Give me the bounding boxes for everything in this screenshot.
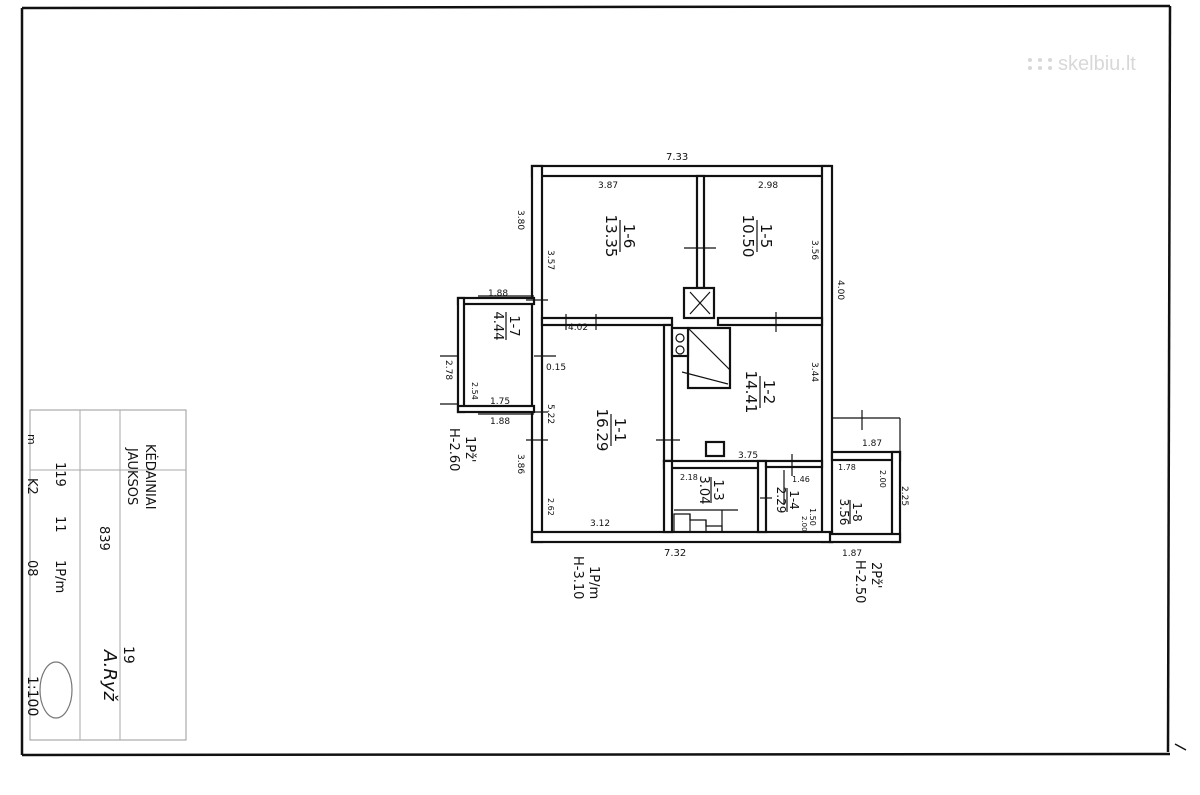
dim: 1.75 [490,397,510,407]
stamp-signature: A.Ryž [99,649,120,702]
stamp-code5: 08 [24,560,39,577]
dim: 1.87 [842,549,862,559]
stamp-code1: 11 [52,516,67,533]
room-area: 10.50 [739,215,757,258]
stamp-code4: K2 [24,478,39,495]
dim: 2.18 [680,473,698,482]
stamp-m: m [25,434,38,445]
room-area: 3.04 [696,476,711,505]
dim: 4.00 [835,280,845,300]
stamp-code3: 1P/m [52,560,67,593]
room-labels: 1-6 13.35 1-5 10.50 1-7 4.44 1-1 16.29 1… [490,215,864,526]
room-id: 1-6 [620,224,638,249]
room-id: 1-8 [850,502,864,522]
dim: 3.12 [590,519,610,529]
watermark-dots-icon [1028,58,1052,70]
dim: 4.02 [568,323,588,333]
title-stamp: KĖDAINIAI JAUKSOS 839 11 119 1P/m K2 08 … [24,409,187,741]
main-floor-height: H-3.10 [570,556,585,599]
room-id: 1-1 [611,418,629,443]
left-annex-label: 1Pž' [462,436,477,463]
fixtures [440,247,901,532]
room-id: 1-4 [787,490,801,510]
dim: 5.22 [545,404,555,424]
dim: 3.44 [809,362,819,382]
room-id: 1-3 [710,479,725,500]
room-1-2: 1-2 14.41 [742,371,778,414]
stamp-code2: 119 [52,462,67,487]
dim: 1.46 [792,475,810,484]
dim: 1.78 [838,463,856,472]
dim: 1.88 [490,417,510,427]
dim: 3.87 [598,181,618,191]
dim: 3.57 [545,250,555,270]
height-notes: 1P/m H-3.10 1Pž' H-2.60 2Pž' H-2.50 [446,428,883,603]
dim: 3.75 [738,451,758,461]
sheet-border [20,4,1187,757]
room-id: 1-2 [760,380,778,405]
dim: 2.00 [878,470,887,488]
room-1-7: 1-7 4.44 [490,312,521,341]
stamp-number: 839 [96,526,111,551]
stamp-title: KĖDAINIAI [142,444,158,510]
dim: 2.00 [800,516,808,532]
room-1-6: 1-6 13.35 [602,215,638,258]
dim: 1.88 [488,289,508,299]
room-id: 1-7 [506,315,521,336]
room-1-5: 1-5 10.50 [739,215,775,258]
dim: 3.56 [809,240,819,260]
dim: 1.87 [862,439,882,449]
walls [456,164,902,544]
dim: 2.98 [758,181,778,191]
stairs-icon [673,509,738,532]
right-annex-height: H-2.50 [852,560,867,603]
watermark-text: skelbiu.lt [1058,53,1136,75]
room-1-4: 1-4 2.29 [774,487,801,514]
left-annex-height: H-2.60 [446,428,461,471]
room-1-8: 1-8 3.56 [837,499,864,526]
watermark: skelbiu.lt [1028,53,1136,75]
dim: 2.54 [470,382,479,400]
room-1-3: 1-3 3.04 [696,476,725,505]
room-id: 1-5 [757,224,775,249]
room-area: 13.35 [602,215,620,258]
dim: 2.25 [899,486,909,506]
round-seal-icon [39,661,73,719]
main-floor-label: 1P/m [586,566,601,599]
stamp-subtitle: JAUKSOS [124,447,139,505]
room-area: 16.29 [593,409,611,452]
room-area: 4.44 [490,312,505,341]
dim: 7.32 [664,548,686,559]
dim: 2.62 [546,498,555,516]
stamp-year: 19 [120,646,136,664]
dim: 2.78 [443,360,453,380]
dim: 3.86 [515,454,525,474]
dim: 3.80 [515,210,525,230]
room-1-1: 1-1 16.29 [593,409,629,452]
dim: 1.50 [808,508,817,526]
room-area: 2.29 [774,487,788,514]
right-annex-label: 2Pž' [868,562,883,589]
dimension-labels: 7.33 3.87 2.98 3.80 3.57 3.56 4.00 1.88 … [443,152,909,559]
room-area: 3.56 [837,499,851,526]
stamp-scale: 1:100 [24,676,40,716]
dim: 7.33 [666,152,688,163]
room-area: 14.41 [742,371,760,414]
dim: 0.15 [546,363,566,373]
